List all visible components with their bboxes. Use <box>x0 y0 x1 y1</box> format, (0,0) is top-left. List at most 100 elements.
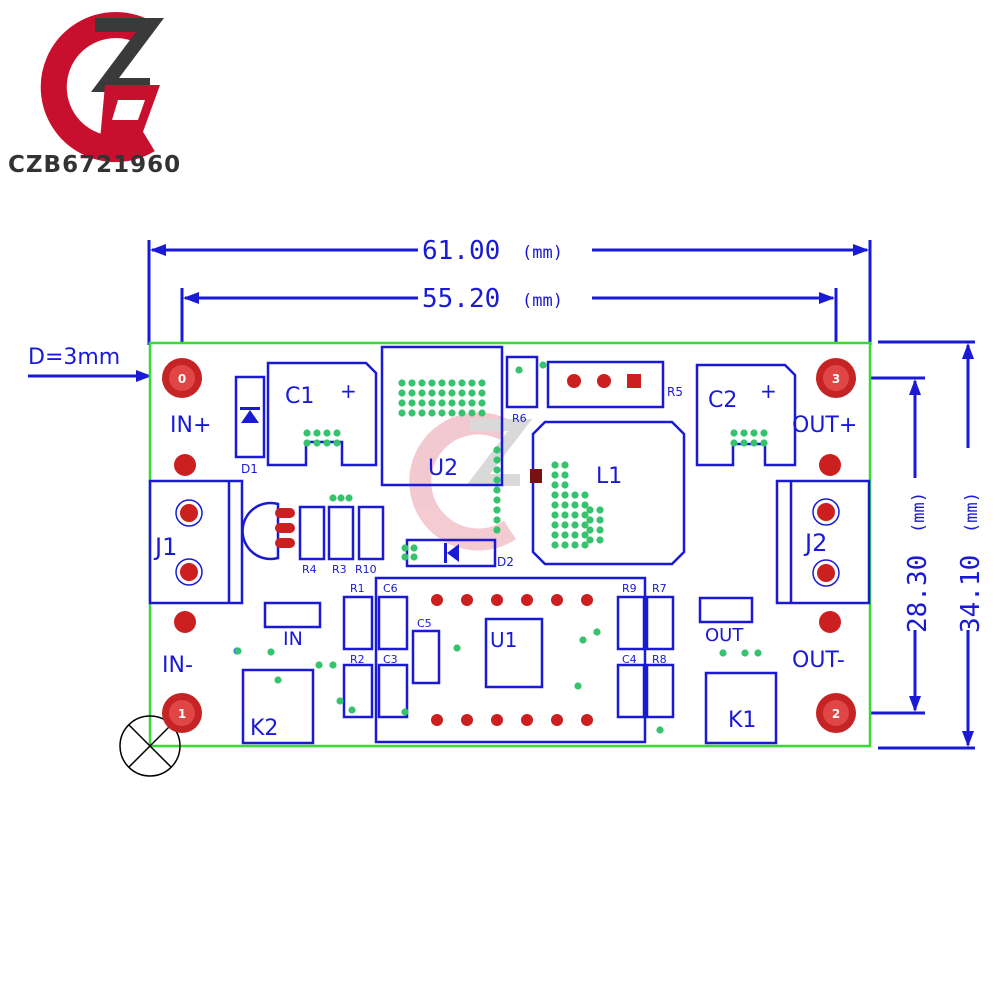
via <box>586 536 594 544</box>
via <box>741 649 749 657</box>
via <box>596 536 604 544</box>
via <box>398 379 406 387</box>
via <box>337 494 345 502</box>
via-layer <box>184 361 834 734</box>
label-r5: R5 <box>667 385 683 399</box>
via <box>408 379 416 387</box>
via <box>313 439 321 447</box>
via <box>586 516 594 524</box>
via <box>478 409 486 417</box>
via <box>493 506 501 514</box>
via <box>428 399 436 407</box>
via <box>313 429 321 437</box>
silkscreen-outlines <box>148 345 871 745</box>
via <box>468 409 476 417</box>
via <box>398 389 406 397</box>
via <box>418 379 426 387</box>
mounting-pad-1: 1 <box>162 693 202 733</box>
via <box>418 399 426 407</box>
label-in-minus: IN- <box>162 653 193 678</box>
terminal-screws <box>175 498 840 587</box>
label-d2: D2 <box>497 555 514 569</box>
via <box>750 439 758 447</box>
via <box>303 439 311 447</box>
dim-height-holes: 28.30 (mm) <box>903 492 933 633</box>
pad-0-number: 0 <box>178 372 186 386</box>
label-in: IN <box>283 628 303 650</box>
via <box>740 439 748 447</box>
label-r2: R2 <box>350 653 365 666</box>
via <box>468 379 476 387</box>
via <box>596 516 604 524</box>
label-out-minus: OUT- <box>792 648 845 673</box>
label-in-plus: IN+ <box>170 413 211 438</box>
via <box>493 516 501 524</box>
via <box>656 726 664 734</box>
via <box>754 649 762 657</box>
via <box>593 628 601 636</box>
via <box>448 409 456 417</box>
via <box>579 636 587 644</box>
dim-width-holes-value: 55.20 <box>422 284 500 314</box>
via <box>551 481 559 489</box>
pad-1-number: 1 <box>178 707 186 721</box>
via <box>596 526 604 534</box>
via <box>571 501 579 509</box>
via <box>468 389 476 397</box>
dim-height-holes-unit: (mm) <box>909 492 929 533</box>
via <box>333 439 341 447</box>
via <box>750 429 758 437</box>
via <box>596 506 604 514</box>
label-k2: K2 <box>250 716 278 741</box>
label-r3: R3 <box>332 563 347 576</box>
via <box>315 661 323 669</box>
via <box>581 541 589 549</box>
dim-height-holes-value: 28.30 <box>903 555 933 633</box>
via <box>493 526 501 534</box>
via <box>448 379 456 387</box>
label-c2: C2 <box>708 388 737 413</box>
via <box>329 661 337 669</box>
via <box>401 553 409 561</box>
via <box>493 496 501 504</box>
via <box>458 379 466 387</box>
via <box>493 446 501 454</box>
dimension-lines <box>28 240 975 750</box>
via <box>561 481 569 489</box>
label-u1: U1 <box>490 628 517 652</box>
label-u2: U2 <box>428 456 458 481</box>
label-c5: C5 <box>417 617 432 630</box>
via <box>581 521 589 529</box>
via <box>408 399 416 407</box>
via <box>561 541 569 549</box>
via <box>478 379 486 387</box>
via <box>336 697 344 705</box>
via <box>333 429 341 437</box>
label-r1: R1 <box>350 582 365 595</box>
via <box>428 379 436 387</box>
dimension-arrows <box>136 244 974 747</box>
label-out-plus: OUT+ <box>792 413 857 438</box>
via <box>493 456 501 464</box>
via <box>323 439 331 447</box>
dim-height-outer: 34.10 (mm) <box>956 492 986 633</box>
label-l1: L1 <box>596 464 622 489</box>
dim-width-holes-unit: (mm) <box>522 291 563 311</box>
via <box>410 544 418 552</box>
via <box>551 511 559 519</box>
via <box>234 647 242 655</box>
dim-height-outer-unit: (mm) <box>962 492 982 533</box>
pad-3-number: 3 <box>832 372 840 386</box>
label-c6: C6 <box>383 582 398 595</box>
dim-height-outer-value: 34.10 <box>956 555 986 633</box>
via <box>571 521 579 529</box>
mounting-hole-marker <box>119 715 181 777</box>
label-r6: R6 <box>512 412 527 425</box>
mounting-pad-2: 2 <box>816 693 856 733</box>
label-r10: R10 <box>355 563 377 576</box>
via <box>586 506 594 514</box>
mounting-pad-0: 0 <box>162 358 202 398</box>
via <box>348 706 356 714</box>
via <box>586 526 594 534</box>
